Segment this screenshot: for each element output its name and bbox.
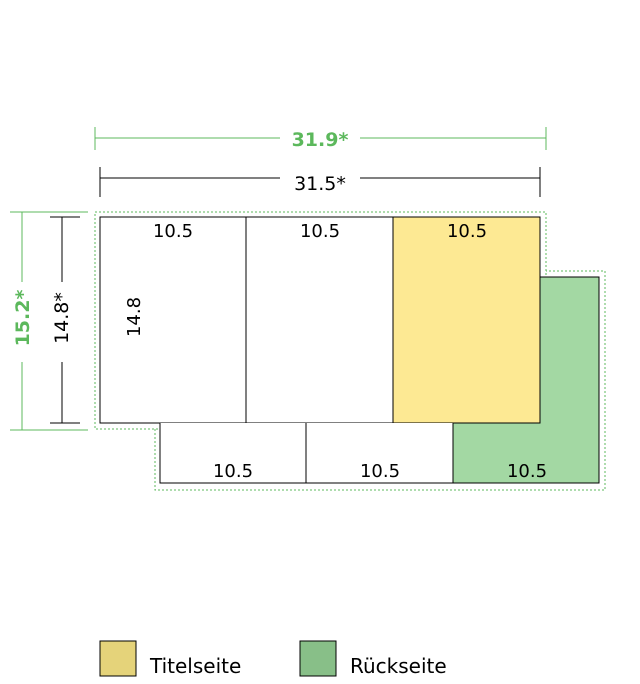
top-row: 10.5 10.5 10.5 14.8 [99,216,541,424]
outer-height-dimension: 15.2* [10,211,88,431]
top-panel-1 [99,216,247,424]
outer-height-label: 15.2* [12,290,34,347]
top-panel-2 [245,216,394,424]
bottom-row: 10.5 10.5 10.5 [159,276,600,484]
bottom-panel-1-width: 10.5 [213,461,253,482]
inner-height-dimension: 14.8* [50,216,80,424]
bottom-sheet-bleed-outline [154,270,606,491]
bottom-panel-2-width: 10.5 [360,461,400,482]
legend-label-title: Titelseite [149,654,241,678]
top-panel-1-width: 10.5 [153,221,193,242]
inner-width-label: 31.5* [294,173,346,195]
bottom-panel-2 [305,423,454,484]
outer-width-label: 31.9* [292,129,349,151]
inner-width-dimension: 31.5* [99,167,541,197]
legend-item-back: Rückseite [299,640,447,678]
top-panel-1-height: 14.8 [124,297,145,337]
inner-height-label: 14.8* [51,292,73,344]
legend-swatch-title [99,640,137,677]
legend-swatch-back [299,640,337,677]
top-panel-3-width: 10.5 [447,221,487,242]
bottom-panel-3-width: 10.5 [507,461,547,482]
legend: Titelseite Rückseite [99,640,447,678]
outer-width-dimension: 31.9* [94,127,547,151]
top-panel-2-width: 10.5 [300,221,340,242]
top-panel-3-title [392,216,541,424]
legend-label-back: Rückseite [350,654,447,678]
legend-item-title: Titelseite [99,640,241,678]
